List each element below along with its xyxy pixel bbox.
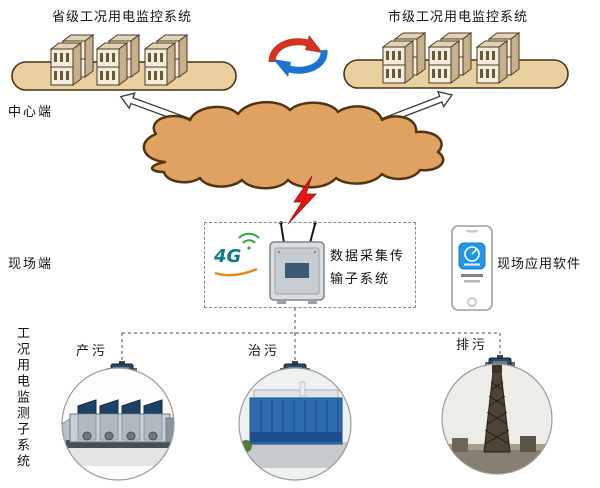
app-icon (458, 242, 486, 270)
treat-photo (239, 368, 351, 480)
device-foot (277, 300, 286, 304)
antenna-left (280, 223, 285, 244)
discharge-label: 排污 (456, 338, 489, 353)
server-group-city (382, 32, 520, 84)
network-cloud (142, 100, 445, 190)
transmission-subsystem-label: 数据采集传 输子系统 (330, 249, 406, 287)
server-tower (144, 42, 176, 86)
phone-text-line (461, 274, 483, 277)
transmission-subsystem-box (204, 222, 416, 308)
lightning-bolt-icon (287, 175, 317, 225)
phone-speaker (466, 230, 478, 233)
discharge-circle (441, 363, 553, 475)
provincial-system-title: 省级工况用电监控系统 (52, 10, 193, 25)
treat-label: 治污 (248, 344, 281, 359)
dashed-connectors (121, 308, 501, 364)
g4-signal-icon: 4G (211, 231, 267, 281)
sync-blue-arc (282, 49, 328, 74)
device-screw (313, 250, 317, 254)
phone-home-button (467, 297, 477, 307)
transmission-device (269, 221, 325, 304)
sync-red-arrowhead (305, 35, 323, 53)
city-system-title: 市级工况用电监控系统 (388, 10, 529, 25)
smartphone (451, 225, 493, 311)
server-tower (428, 40, 460, 84)
produce-photo (62, 368, 174, 480)
app-icon-glyph (464, 246, 480, 262)
antenna-right (309, 223, 316, 244)
server-tower (96, 42, 128, 86)
wifi-dot-icon (247, 246, 251, 250)
monitor-subsystem-vertical-label: 工况用电监测子系统 (14, 326, 29, 470)
sync-blue-arrowhead (273, 59, 291, 77)
server-tower (50, 42, 82, 86)
app-icon-needle (471, 248, 478, 255)
field-app-label: 现场应用软件 (497, 257, 582, 272)
g4-label: 4G (214, 246, 242, 267)
device-label-plate (285, 263, 309, 278)
produce-circle (61, 367, 175, 481)
wifi-arc-icon (238, 232, 260, 239)
produce-label: 产污 (76, 344, 109, 359)
server-tower (476, 40, 508, 84)
device-screw (277, 250, 281, 254)
swoosh-icon (214, 267, 258, 277)
device-foot (308, 300, 317, 304)
app-icon-caption-bar (464, 263, 480, 266)
field-side-label: 现场端 (8, 257, 54, 272)
g4-signal-graphics (214, 232, 260, 277)
server-tower (382, 40, 414, 84)
wifi-arc-icon (242, 239, 256, 244)
center-side-label: 中心端 (8, 105, 54, 120)
treat-circle (238, 367, 352, 481)
server-group-provincial (50, 34, 188, 86)
sync-icon (268, 35, 328, 77)
phone-text-line (464, 280, 480, 283)
